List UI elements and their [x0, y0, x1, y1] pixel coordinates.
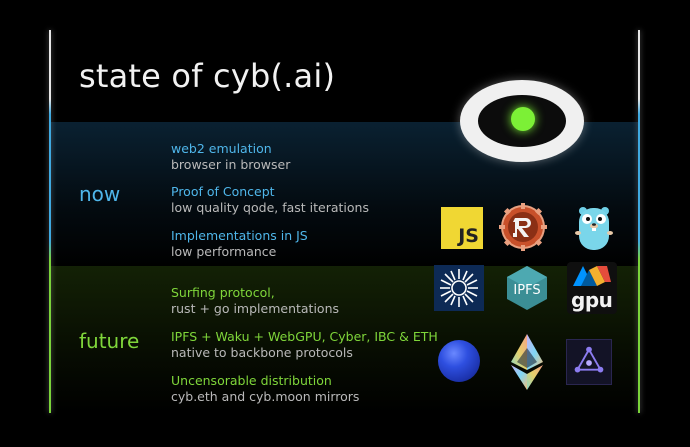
- item-heading: Proof of Concept: [171, 184, 275, 199]
- ipfs-icon: IPFS: [507, 266, 547, 310]
- ethereum-icon: [511, 334, 543, 390]
- future-item: IPFS + Waku + WebGPU, Cyber, IBC & ETH n…: [171, 329, 438, 361]
- webgpu-logo-text: gpu: [571, 288, 613, 312]
- webgpu-icon: gpu: [567, 262, 617, 314]
- item-heading: web2 emulation: [171, 141, 272, 156]
- future-label: future: [79, 329, 140, 353]
- item-subtext: low performance: [171, 244, 277, 259]
- item-heading: IPFS + Waku + WebGPU, Cyber, IBC & ETH: [171, 329, 438, 344]
- webgpu-mark: [573, 266, 611, 286]
- javascript-logo-text: JS: [458, 225, 479, 247]
- item-subtext: cyb.eth and cyb.moon mirrors: [171, 389, 360, 404]
- the-graph-icon: [566, 339, 612, 385]
- blue-sphere-icon: [438, 340, 480, 382]
- eye-pupil: [511, 107, 535, 131]
- item-subtext: low quality qode, fast iterations: [171, 200, 369, 215]
- item-subtext: native to backbone protocols: [171, 345, 353, 360]
- now-item: Proof of Concept low quality qode, fast …: [171, 184, 369, 216]
- go-gopher-icon: [575, 207, 613, 250]
- rust-icon: [499, 203, 547, 251]
- item-heading: Uncensorable distribution: [171, 373, 332, 388]
- ipfs-logo-text: IPFS: [513, 283, 540, 298]
- orbit-icon: [434, 265, 484, 311]
- future-item: Surfing protocol, rust + go implementati…: [171, 285, 339, 317]
- item-subtext: browser in browser: [171, 157, 291, 172]
- item-heading: Surfing protocol,: [171, 285, 275, 300]
- future-item: Uncensorable distribution cyb.eth and cy…: [171, 373, 359, 405]
- now-item: web2 emulation browser in browser: [171, 141, 290, 173]
- slide-title: state of cyb(.ai): [79, 57, 336, 95]
- item-subtext: rust + go implementations: [171, 301, 340, 316]
- javascript-icon: JS: [441, 207, 483, 249]
- cyb-eye-icon: [460, 80, 584, 162]
- item-heading: Implementations in JS: [171, 228, 308, 243]
- now-label: now: [79, 182, 121, 206]
- frame-right-border: [638, 30, 640, 413]
- frame-left-border: [49, 30, 51, 413]
- now-item: Implementations in JS low performance: [171, 228, 308, 260]
